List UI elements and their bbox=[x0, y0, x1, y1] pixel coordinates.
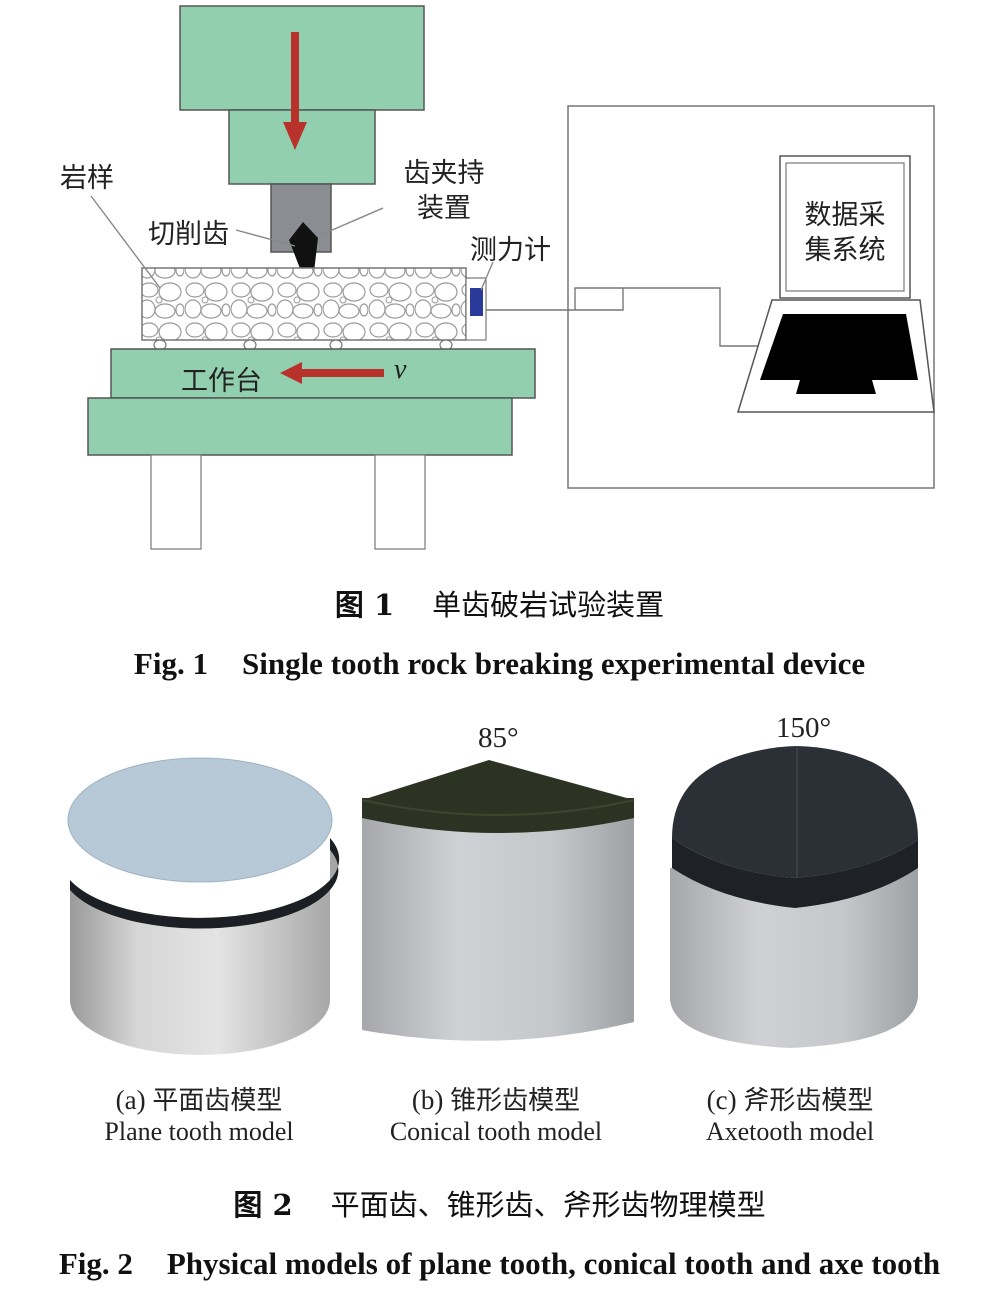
figure-2-number-en: Fig. 2 bbox=[58, 1246, 133, 1281]
axe-tooth-model bbox=[670, 746, 918, 1048]
axe-tooth-label-cn: (c) 斧形齿模型 bbox=[640, 1080, 940, 1117]
axe-tooth-angle: 150° bbox=[776, 712, 832, 744]
conical-tooth-angle: 85° bbox=[478, 722, 519, 754]
figure-2-title-cn: 平面齿、锥形齿、斧形齿物理模型 bbox=[330, 1188, 766, 1222]
label-tooth-holder-line1: 齿夹持 bbox=[403, 158, 485, 189]
label-dynamometer: 测力计 bbox=[470, 235, 551, 266]
figure-1-title-cn: 单齿破岩试验装置 bbox=[432, 588, 665, 622]
figure-1-caption-cn: 图 1 单齿破岩试验装置 bbox=[0, 582, 999, 624]
feed-arrow-head bbox=[283, 122, 307, 150]
conical-tooth-label-cn: (b) 锥形齿模型 bbox=[346, 1080, 646, 1117]
conical-tooth-label-prefix: (b) bbox=[411, 1085, 451, 1115]
label-rock-sample: 岩样 bbox=[60, 163, 114, 194]
figure-2-caption-en: Fig. 2 Physical models of plane tooth, co… bbox=[0, 1246, 999, 1282]
signal-cable-to-laptop bbox=[623, 287, 766, 347]
tooth-models-drawing bbox=[67, 746, 918, 1055]
conical-tooth-label-en: Conical tooth model bbox=[389, 1117, 603, 1146]
axe-tooth-label-en: Axetooth model bbox=[705, 1117, 875, 1146]
press-upper-block bbox=[179, 5, 425, 111]
label-daq-line2: 集系统 bbox=[804, 235, 886, 266]
plane-tooth-label-en: Plane tooth model bbox=[104, 1117, 294, 1146]
laptop-keyboard bbox=[760, 314, 918, 380]
plane-tooth-label-prefix: (a) bbox=[115, 1085, 153, 1115]
press-lower-block bbox=[228, 109, 376, 185]
figure-1-number-en: Fig. 1 bbox=[133, 646, 208, 681]
plane-tooth-label-cn: (a) 平面齿模型 bbox=[49, 1080, 349, 1117]
label-tooth-holder-line2: 装置 bbox=[417, 193, 471, 224]
plane-tooth-model bbox=[67, 757, 340, 1055]
device-diagram bbox=[87, 5, 935, 550]
label-cutting-tooth: 切削齿 bbox=[148, 219, 229, 250]
conical-tooth-model bbox=[361, 760, 635, 1041]
worktable-base bbox=[87, 397, 513, 456]
daq-enclosure bbox=[567, 105, 935, 489]
figure-2-tooth-models: 85° 150° bbox=[0, 700, 999, 1080]
figure-2-caption-cn: 图 2 平面齿、锥形齿、斧形齿物理模型 bbox=[0, 1182, 999, 1224]
laptop-touchpad bbox=[796, 380, 876, 394]
velocity-arrow-shaft bbox=[300, 369, 384, 377]
velocity-arrow-head bbox=[280, 362, 302, 384]
figure-1-caption-en: Fig. 1 Single tooth rock breaking experim… bbox=[0, 646, 999, 682]
figure-2-title-en: Physical models of plane tooth, conical … bbox=[166, 1246, 941, 1281]
figure-1-title-en: Single tooth rock breaking experimental … bbox=[241, 646, 866, 681]
figure-1-number-cn: 图 1 bbox=[334, 588, 395, 622]
label-velocity: v bbox=[394, 354, 407, 385]
leader-lines bbox=[90, 195, 494, 291]
figure-1-experimental-device: 岩样 切削齿 齿夹持 装置 测力计 工作台 v 数据采 集系统 bbox=[0, 0, 999, 560]
signal-cable bbox=[486, 287, 624, 311]
axe-tooth-label-prefix: (c) bbox=[706, 1085, 744, 1115]
dynamometer-sensor bbox=[470, 288, 483, 316]
label-daq-line1: 数据采 bbox=[804, 200, 886, 231]
plane-tooth-label-text: 平面齿模型 bbox=[152, 1086, 283, 1116]
label-workbench: 工作台 bbox=[181, 366, 262, 397]
laptop-screen-inner bbox=[785, 162, 905, 292]
table-leg-left bbox=[150, 454, 202, 550]
table-leg-right bbox=[374, 454, 426, 550]
figure-2-number-cn: 图 2 bbox=[233, 1188, 293, 1222]
axe-tooth-label-text: 斧形齿模型 bbox=[743, 1086, 874, 1116]
feed-arrow-shaft bbox=[291, 32, 299, 124]
conical-tooth-label-text: 锥形齿模型 bbox=[450, 1086, 581, 1116]
rock-sample bbox=[141, 267, 467, 341]
